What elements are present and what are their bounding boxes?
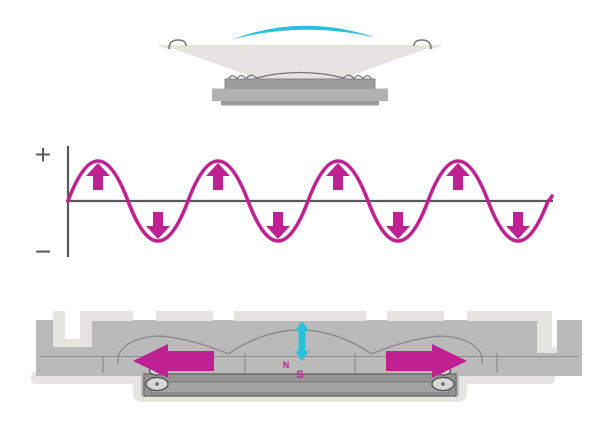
signal-arrow [446, 163, 470, 190]
force-arrow-left [133, 344, 214, 378]
cone-slot-left [169, 47, 247, 80]
speaker-side-view [157, 25, 443, 106]
force-arrow-right [386, 344, 467, 378]
signal-arrow [386, 212, 410, 239]
frame-top-tabs [92, 311, 537, 321]
surround-left [168, 39, 187, 50]
speaker-cross-section: N S [31, 306, 582, 402]
spider [227, 71, 373, 81]
signal-arrow [326, 163, 350, 190]
frame-tab [156, 311, 213, 321]
frame-tab [467, 311, 537, 321]
frame-hook-left [53, 311, 92, 347]
signal-arrow [146, 212, 170, 239]
magnet-core [150, 381, 450, 394]
signal-arrow [206, 163, 230, 190]
frame-hook-right [537, 311, 557, 353]
minus-label: − [35, 236, 51, 267]
magnet-ring-side [212, 88, 388, 101]
frame-slot-left [65, 306, 80, 339]
dust-cap-arc [232, 25, 375, 40]
bottom-plate [221, 101, 379, 106]
signal-waveform: + − [35, 139, 554, 267]
north-pole-label: N [283, 360, 290, 370]
top-plate [224, 78, 376, 89]
frame-tab [92, 311, 133, 321]
signal-arrow [266, 212, 290, 239]
frame-tab [387, 311, 444, 321]
surround-right [413, 39, 432, 50]
basket-body [36, 320, 582, 376]
coil-dot [155, 382, 159, 386]
south-pole-label: S [296, 369, 303, 381]
plus-label: + [35, 139, 51, 170]
frame-tab [234, 311, 366, 321]
wave-arrows [86, 163, 530, 239]
wave-path [66, 159, 554, 243]
signal-arrow [506, 212, 530, 239]
signal-arrow [86, 163, 110, 190]
motion-arrow [295, 321, 309, 361]
coil-dot [441, 382, 445, 386]
cone-slot-right [353, 47, 431, 80]
frame-slot-right [552, 306, 557, 348]
basket-ticks [102, 353, 498, 373]
